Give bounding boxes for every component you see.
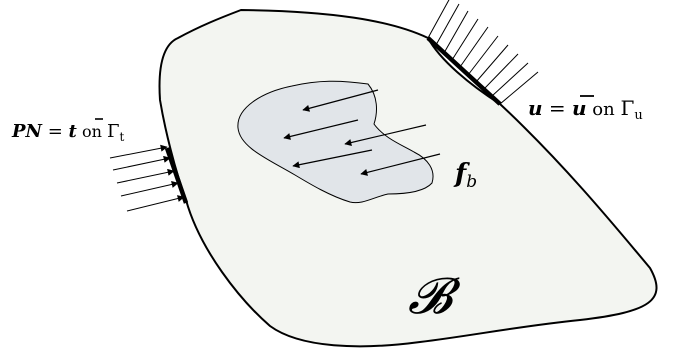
svg-text:PN = t on Γt: PN = t on Γt [11,121,124,144]
displacement-label: u = u on Γu [528,95,643,123]
svg-text:u = u on Γu: u = u on Γu [528,96,643,123]
support-hatching [427,0,539,105]
traction-arrow [112,155,171,171]
body-force-label: fb [453,159,477,192]
traction-arrow [126,195,185,212]
traction-label: PN = t on Γt [11,118,124,144]
body-force-arrow [292,149,373,169]
traction-arrow [120,180,179,197]
body-force-arrow [344,124,427,146]
traction-arrow [109,144,168,159]
body-force-arrows [283,89,441,176]
body-force-arrow [283,119,359,140]
body-force-region [237,80,434,204]
traction-arrows [109,144,185,212]
displacement-boundary-segment [426,36,502,106]
body-force-arrow [302,89,379,112]
body-force-arrow [360,153,441,176]
traction-arrow [116,168,175,184]
